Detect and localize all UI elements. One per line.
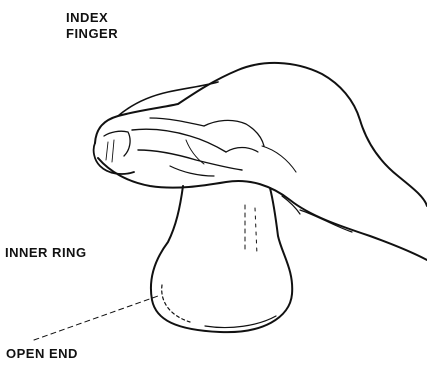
pouch-outline <box>151 186 292 332</box>
knuckle-fold-1 <box>204 120 264 146</box>
knuckle-fold-2 <box>226 148 258 153</box>
fingertip-hatch-1 <box>106 142 108 160</box>
pouch-seam-2 <box>255 208 257 255</box>
hand-lower-edge <box>98 158 427 260</box>
palm-fold <box>262 146 296 172</box>
fingertip-hatch-2 <box>112 140 114 162</box>
wrist-underside <box>300 210 352 232</box>
finger-crease-3 <box>150 118 204 126</box>
finger-crease-2 <box>138 150 242 170</box>
pouch-inner-ring <box>162 285 190 322</box>
open-end-pointer <box>34 296 158 340</box>
knuckle-fold-3 <box>170 166 214 176</box>
finger-crease-1 <box>132 129 226 152</box>
